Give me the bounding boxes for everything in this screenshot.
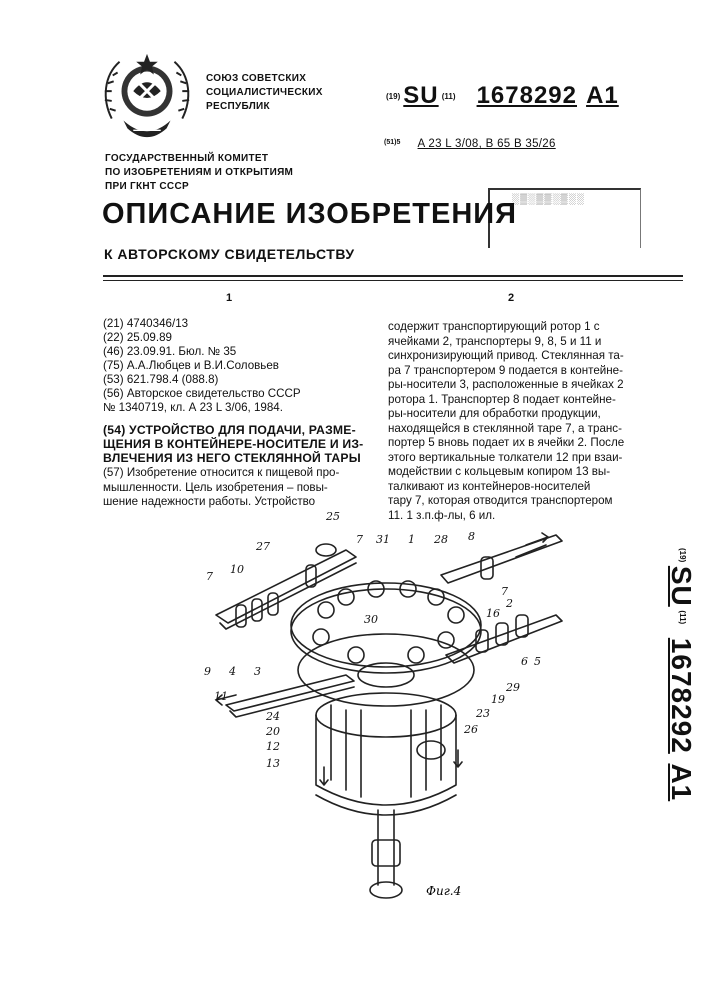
invention-title-line: ЩЕНИЯ В КОНТЕЙНЕРЕ-НОСИТЕЛЕ И ИЗ- <box>103 437 363 451</box>
code-19: (19) <box>386 92 400 101</box>
code-51: (51)5 <box>384 139 400 146</box>
bibliographic-data: (21) 4740346/13 (22) 25.09.89 (46) 23.09… <box>103 317 301 415</box>
union-name: СОЮЗ СОВЕТСКИХ СОЦИАЛИСТИЧЕСКИХ РЕСПУБЛИ… <box>206 72 323 114</box>
abstract-line: находящейся в стеклянной таре 7, а транс… <box>388 422 624 437</box>
side-patent-number: (19) SU (11) 1678292 A1 <box>655 548 697 793</box>
side-patent-number-value: 1678292 <box>666 638 697 754</box>
svg-text:31: 31 <box>376 533 390 546</box>
svg-text:27: 27 <box>255 540 270 553</box>
svg-text:19: 19 <box>491 693 505 706</box>
svg-text:7: 7 <box>356 533 363 546</box>
ipc-classes: A 23 L 3/08, B 65 B 35/26 <box>418 138 556 150</box>
svg-text:20: 20 <box>265 725 280 738</box>
state-emblem-icon <box>98 48 196 146</box>
svg-text:2: 2 <box>505 597 513 610</box>
biblio-line: № 1340719, кл. А 23 L 3/06, 1984. <box>103 401 301 415</box>
svg-text:5: 5 <box>534 655 541 668</box>
stamp-mark: ░▒░▒▒░▒░░ <box>512 194 585 205</box>
svg-text:23: 23 <box>475 707 490 720</box>
union-line: СОЮЗ СОВЕТСКИХ <box>206 72 323 86</box>
svg-text:3: 3 <box>254 665 261 678</box>
abstract-line: этого вертикальные толкатели 12 при взаи… <box>388 451 624 466</box>
biblio-line: (21) 4740346/13 <box>103 317 301 331</box>
union-line: СОЦИАЛИСТИЧЕСКИХ <box>206 86 323 100</box>
side-code-11: (11) <box>678 610 687 624</box>
biblio-line: (53) 621.798.4 (088.8) <box>103 373 301 387</box>
svg-text:6: 6 <box>521 655 528 668</box>
patent-number: 1678292 <box>477 82 577 109</box>
document-title: ОПИСАНИЕ ИЗОБРЕТЕНИЯ <box>102 198 517 231</box>
side-code-19: (19) <box>678 548 687 562</box>
abstract-line: ра 7 транспортером 9 подается в контейне… <box>388 364 624 379</box>
invention-title-line: (54) УСТРОЙСТВО ДЛЯ ПОДАЧИ, РАЗМЕ- <box>103 423 363 437</box>
committee-line: ПРИ ГКНТ СССР <box>105 180 293 194</box>
biblio-line: (46) 23.09.91. Бюл. № 35 <box>103 345 301 359</box>
abstract-line: талкивают из контейнеров-носителей <box>388 480 624 495</box>
svg-text:8: 8 <box>468 530 475 543</box>
abstract-line: ячейками 2, транспортеры 9, 8, 5 и 11 и <box>388 335 624 350</box>
country-code: SU <box>403 82 438 109</box>
svg-text:30: 30 <box>364 613 378 626</box>
divider-thick <box>103 275 683 277</box>
svg-text:29: 29 <box>505 681 520 694</box>
column-number-left: 1 <box>226 292 232 304</box>
svg-text:10: 10 <box>230 563 244 576</box>
abstract-line: синхронизирующий привод. Стеклянная та- <box>388 349 624 364</box>
union-line: РЕСПУБЛИК <box>206 100 323 114</box>
biblio-line: (22) 25.09.89 <box>103 331 301 345</box>
invention-title-line: ВЛЕЧЕНИЯ ИЗ НЕГО СТЕКЛЯННОЙ ТАРЫ <box>103 451 363 465</box>
abstract-line: портер 5 вновь подает их в ячейки 2. Пос… <box>388 436 624 451</box>
device-figure: 25 27 7 7 31 1 28 8 10 7 2 16 30 9 4 3 6… <box>196 505 576 915</box>
svg-text:7: 7 <box>206 570 213 583</box>
committee-line: ГОСУДАРСТВЕННЫЙ КОМИТЕТ <box>105 152 293 166</box>
svg-text:25: 25 <box>325 510 340 523</box>
abstract-line: ры-носители 3, расположенные в ячейках 2 <box>388 378 624 393</box>
document-subtitle: К АВТОРСКОМУ СВИДЕТЕЛЬСТВУ <box>104 246 355 262</box>
svg-text:1: 1 <box>408 533 415 546</box>
abstract-left: (57) Изобретение относится к пищевой про… <box>103 466 339 510</box>
abstract-line: содержит транспортирующий ротор 1 с <box>388 320 624 335</box>
svg-text:12: 12 <box>266 740 280 753</box>
code-11: (11) <box>442 92 456 101</box>
committee-line: ПО ИЗОБРЕТЕНИЯМ И ОТКРЫТИЯМ <box>105 166 293 180</box>
committee-name: ГОСУДАРСТВЕННЫЙ КОМИТЕТ ПО ИЗОБРЕТЕНИЯМ … <box>105 152 293 194</box>
ipc-line: (51)5 A 23 L 3/08, B 65 B 35/26 <box>384 138 556 150</box>
abstract-line: модействии с кольцевым копиром 13 вы- <box>388 465 624 480</box>
patent-number-line: (19) SU (11) 1678292 A1 <box>386 82 619 110</box>
abstract-line: ры-носители для обработки продукции, <box>388 407 624 422</box>
svg-text:13: 13 <box>266 757 280 770</box>
svg-text:26: 26 <box>463 723 478 736</box>
figure-caption: Фиг.4 <box>426 884 461 898</box>
svg-text:24: 24 <box>265 710 280 723</box>
abstract-right: содержит транспортирующий ротор 1 с ячей… <box>388 320 624 523</box>
patent-kind: A1 <box>586 82 619 109</box>
svg-text:16: 16 <box>486 607 500 620</box>
abstract-line: (57) Изобретение относится к пищевой про… <box>103 466 339 481</box>
svg-text:4: 4 <box>228 665 236 678</box>
svg-text:9: 9 <box>204 665 211 678</box>
svg-text:28: 28 <box>433 533 448 546</box>
invention-title: (54) УСТРОЙСТВО ДЛЯ ПОДАЧИ, РАЗМЕ- ЩЕНИЯ… <box>103 423 363 465</box>
abstract-line: ротора 1. Транспортер 8 подает контейне- <box>388 393 624 408</box>
side-patent-kind: A1 <box>666 763 697 801</box>
abstract-line: мышленности. Цель изобретения – повы- <box>103 481 339 496</box>
biblio-line: (75) А.А.Любцев и В.И.Соловьев <box>103 359 301 373</box>
column-number-right: 2 <box>508 292 514 304</box>
biblio-line: (56) Авторское свидетельство СССР <box>103 387 301 401</box>
svg-text:11: 11 <box>214 690 228 703</box>
side-country-code: SU <box>666 566 697 607</box>
divider-thin <box>103 280 683 281</box>
